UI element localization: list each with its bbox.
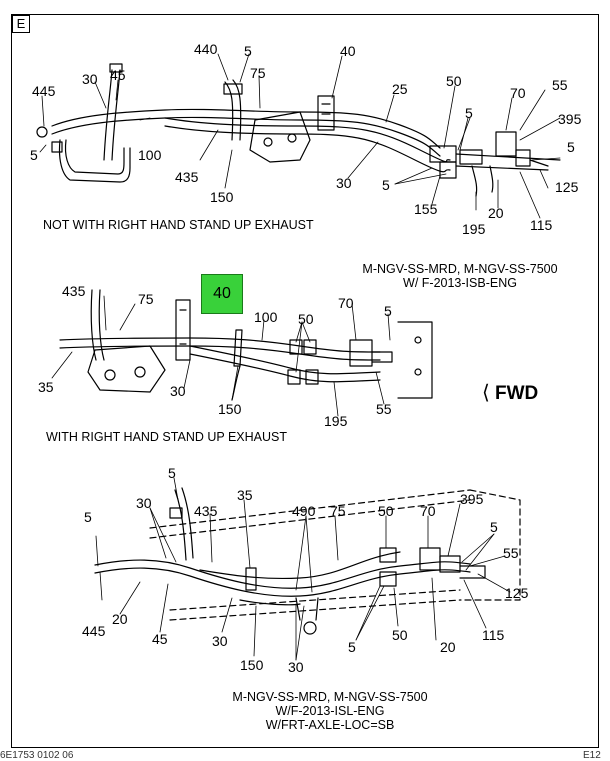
callout-50: 50 — [446, 73, 462, 89]
callout-490: 490 — [292, 503, 316, 519]
callout-155: 155 — [414, 201, 438, 217]
callout-5: 5 — [382, 177, 390, 193]
callout-440: 440 — [194, 41, 218, 57]
callout-150: 150 — [210, 189, 234, 205]
callout-30: 30 — [336, 175, 352, 191]
callout-75: 75 — [138, 291, 154, 307]
callout-435: 435 — [175, 169, 199, 185]
callout-125: 125 — [505, 585, 529, 601]
diagram2-note-line2: W/ F-2013-ISB-ENG — [403, 276, 517, 290]
diagram3-note-line2: W/F-2013-ISL-ENG — [275, 704, 385, 718]
callout-30: 30 — [82, 71, 98, 87]
callout-5: 5 — [30, 147, 38, 163]
callout-55: 55 — [552, 77, 568, 93]
callout-45: 45 — [110, 67, 126, 83]
figure-frame — [11, 14, 599, 748]
callout-5: 5 — [244, 43, 252, 59]
callout-195: 195 — [462, 221, 486, 237]
callout-50: 50 — [392, 627, 408, 643]
diagram3-note-line3: W/FRT-AXLE-LOC=SB — [265, 718, 395, 732]
forward-direction-label: FWD — [495, 383, 539, 404]
callout-5: 5 — [490, 519, 498, 535]
callout-395: 395 — [558, 111, 582, 127]
callout-55: 55 — [503, 545, 519, 561]
callout-5: 5 — [567, 139, 575, 155]
section-tag: E — [12, 15, 30, 33]
callout-50: 50 — [378, 503, 394, 519]
callout-445: 445 — [82, 623, 106, 639]
callout-35: 35 — [237, 487, 253, 503]
diagram3-drawing — [94, 487, 521, 635]
callout-40: 40 — [340, 43, 356, 59]
callout-5: 5 — [168, 465, 176, 481]
footer-page-code: E12 — [583, 750, 601, 761]
callout-50: 50 — [298, 311, 314, 327]
callout-70: 70 — [510, 85, 526, 101]
callout-35: 35 — [38, 379, 54, 395]
callout-435: 435 — [62, 283, 86, 299]
diagram1-drawing — [36, 63, 561, 197]
callout-25: 25 — [392, 81, 408, 97]
diagram2-note-line1: M-NGV-SS-MRD, M-NGV-SS-7500 — [362, 262, 558, 276]
callout-150: 150 — [240, 657, 264, 673]
callout-75: 75 — [250, 65, 266, 81]
callout-70: 70 — [338, 295, 354, 311]
callout-5: 5 — [465, 105, 473, 121]
callout-100: 100 — [254, 309, 278, 325]
callout-115: 115 — [530, 217, 553, 233]
callout-75: 75 — [330, 503, 346, 519]
callout-55: 55 — [376, 401, 392, 417]
diagram2-drawing — [59, 289, 433, 401]
callout-20: 20 — [440, 639, 456, 655]
callout-100: 100 — [138, 147, 162, 163]
callout-125: 125 — [555, 179, 579, 195]
callout-195: 195 — [324, 413, 348, 429]
callout-115: 115 — [482, 627, 505, 643]
callout-5: 5 — [348, 639, 356, 655]
callout-5: 5 — [384, 303, 392, 319]
highlighted-callout-box — [201, 274, 243, 314]
diagram1-caption: NOT WITH RIGHT HAND STAND UP EXHAUST — [43, 218, 314, 232]
callout-395: 395 — [460, 491, 484, 507]
callout-70: 70 — [420, 503, 436, 519]
callout-20: 20 — [112, 611, 128, 627]
callout-5: 5 — [84, 509, 92, 525]
diagram3-note-line1: M-NGV-SS-MRD, M-NGV-SS-7500 — [232, 690, 428, 704]
callout-30: 30 — [288, 659, 304, 675]
callout-30: 30 — [212, 633, 228, 649]
forward-arrow-icon: ⟨ — [482, 382, 490, 404]
diagram2-caption: WITH RIGHT HAND STAND UP EXHAUST — [46, 430, 287, 444]
footer-reference-code: 6E1753 0102 06 — [0, 750, 74, 761]
callout-45: 45 — [152, 631, 168, 647]
highlighted-callout-40: 40 — [213, 285, 231, 302]
callout-20: 20 — [488, 205, 504, 221]
callout-435: 435 — [194, 503, 218, 519]
callout-30: 30 — [136, 495, 152, 511]
callout-30: 30 — [170, 383, 186, 399]
callout-150: 150 — [218, 401, 242, 417]
callout-445: 445 — [32, 83, 56, 99]
leader-lines — [39, 53, 561, 661]
